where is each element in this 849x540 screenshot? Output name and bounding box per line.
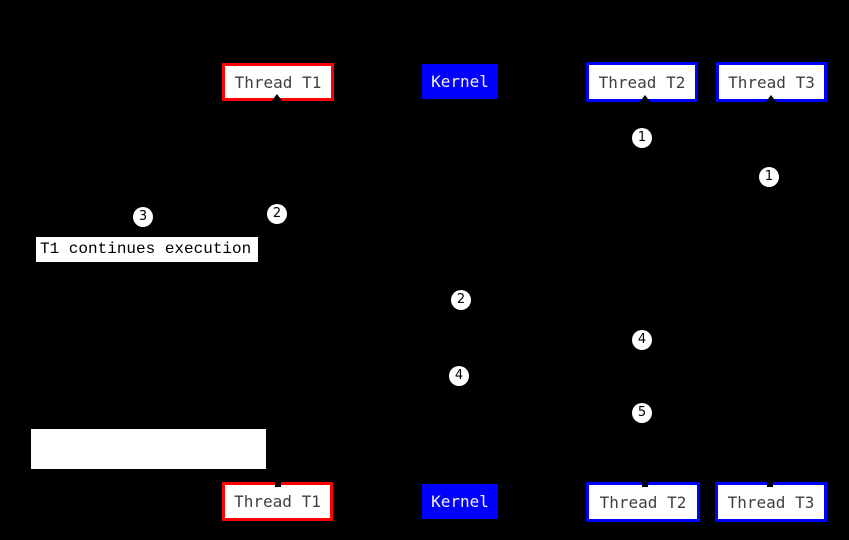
step-badge-2-thread-t1: 2	[267, 204, 287, 224]
blank-label-box	[31, 429, 266, 469]
kernel-box-bottom: Kernel	[422, 484, 498, 519]
thread-t1-box-bottom: Thread T1	[222, 482, 333, 521]
lifeline-arrowhead-t1-top	[271, 94, 283, 102]
lifeline-arrowhead-t2-top	[639, 95, 651, 103]
lifeline-stub-t3-bottom	[767, 478, 773, 487]
step-badge-4-kernel: 4	[449, 366, 469, 386]
annotation-t1-continues-execution: T1 continues execution	[36, 237, 258, 262]
step-badge-5: 5	[632, 403, 652, 423]
thread-t3-box-bottom: Thread T3	[715, 482, 827, 522]
step-badge-3: 3	[133, 207, 153, 227]
kernel-box-top: Kernel	[422, 64, 498, 99]
step-badge-1-thread-t2: 1	[632, 128, 652, 148]
step-badge-4-right: 4	[632, 330, 652, 350]
thread-t2-box-bottom: Thread T2	[586, 482, 700, 522]
step-badge-2-kernel: 2	[451, 290, 471, 310]
lifeline-stub-t2-bottom	[642, 478, 648, 487]
lifeline-arrowhead-t3-top	[765, 95, 777, 103]
step-badge-1-thread-t3: 1	[759, 167, 779, 187]
lifeline-stub-t1-bottom	[275, 478, 281, 487]
